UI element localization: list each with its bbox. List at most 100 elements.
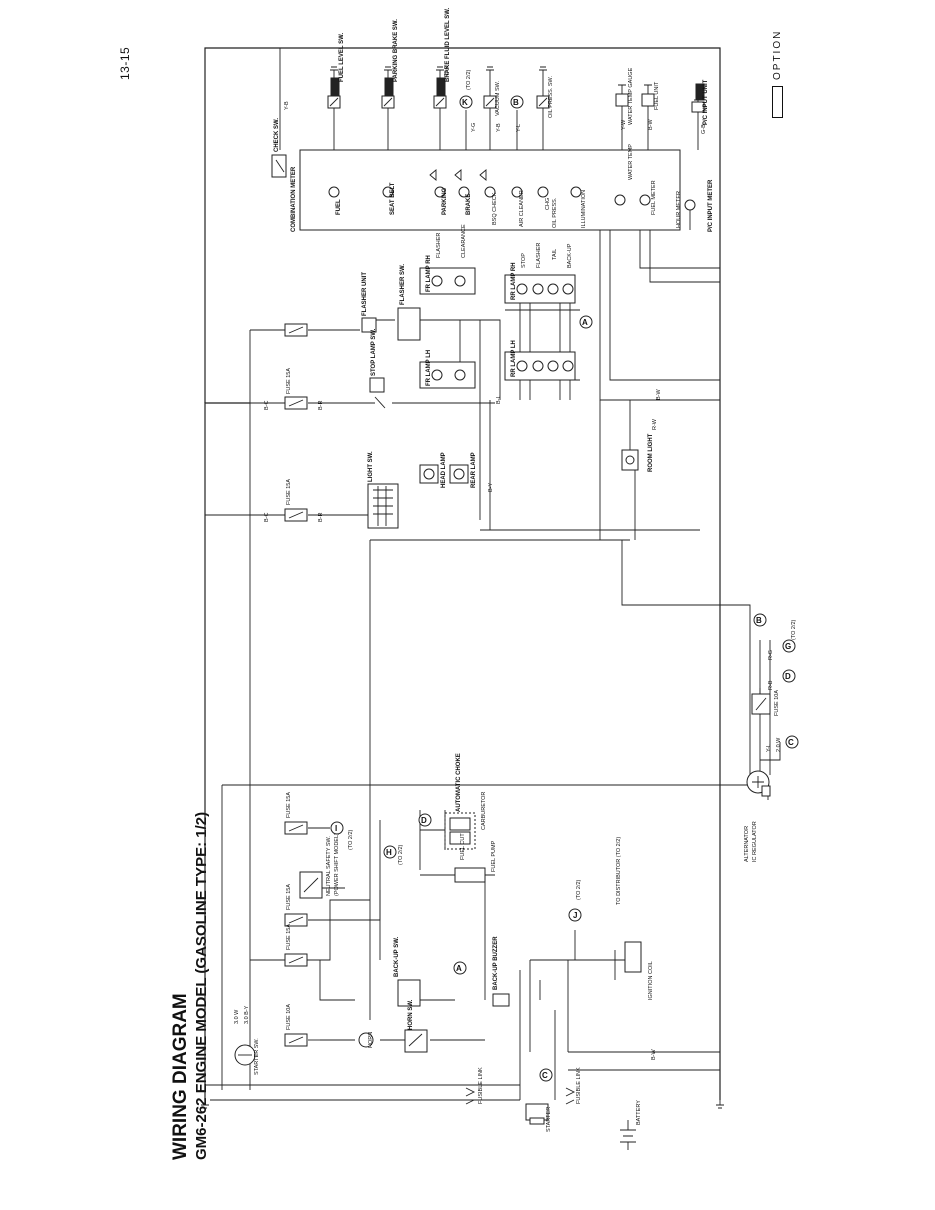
svg-text:A: A (456, 964, 462, 973)
water-temp-meter-label: WATER TEMP (628, 144, 634, 180)
rr-lamp-rh-label: RR LAMP RH (511, 262, 517, 300)
back-up-label: BACK-UP (567, 243, 573, 268)
svg-text:(TO 2/2): (TO 2/2) (466, 69, 472, 90)
svg-text:D: D (421, 816, 427, 825)
flasher-unit-label: FLASHER UNIT (362, 272, 368, 316)
stop-lamp-switch: STOP LAMP SW. (369, 328, 386, 409)
horn-sw-label: HORN SW. (408, 999, 414, 1030)
combination-meter: COMBINATION METER FUEL SEAT BELT PARKING… (291, 144, 696, 232)
illumination-label: ILLUMINATION (581, 190, 587, 228)
svg-text:C: C (788, 738, 794, 747)
wire-code-w17: B-W (651, 1049, 657, 1061)
stop-lamp-sw-label: STOP LAMP SW. (371, 328, 377, 376)
parking-brake-sw-label: PARKING BRAKE SW. (393, 19, 399, 82)
connector-i: I (TO 2/2) (330, 821, 354, 850)
wire-code-w12: B-L (496, 395, 502, 404)
parking-label: PARKING (442, 187, 448, 215)
starter: STARTER (525, 1103, 552, 1132)
light-switch: LIGHT SW. (367, 451, 399, 529)
alternator-label: ALTERNATOR (744, 826, 750, 862)
wire-code-w13: R-G (768, 650, 774, 660)
hour-meter-icon (684, 199, 696, 211)
wiring-lines (204, 47, 781, 1101)
powershift-model-label: (POWER SHIFT MODEL) (334, 833, 340, 896)
vacuum-sw-label: VACUUM SW. (495, 80, 501, 116)
fuel-indicator-icon (328, 186, 340, 198)
svg-text:I: I (335, 824, 337, 833)
fuel-unit-icon (641, 93, 655, 107)
left-fuses: FUSE 15A FUSE 15A FUSE 15A FUSE 10A (284, 792, 308, 1047)
room-light-label: ROOM LIGHT (648, 433, 654, 472)
connector-g: G (782, 639, 796, 653)
fuse-row-top: FUSE 15A FUSE 15A B-C B-C B-R B-R (264, 323, 324, 523)
back-up-sw-label: BACK-UP SW. (394, 936, 400, 977)
stop-label: STOP (521, 253, 527, 268)
rr-lamp-lh-label: RR LAMP LH (511, 340, 517, 377)
chg-indicator-icon (537, 186, 549, 198)
brake-label: BRAKE (466, 194, 472, 215)
oil-press-sw-label: OIL PRESS. SW. (548, 76, 554, 118)
horn-group: HORN HORN SW. (358, 999, 428, 1053)
svg-text:D: D (785, 672, 791, 681)
combination-meter-label: COMBINATION METER (291, 166, 297, 232)
rear-lamp-label: REAR LAMP (471, 452, 477, 488)
neutral-safety-switch: NEUTRAL SAFETY SW. (POWER SHIFT MODEL) (299, 833, 340, 899)
fuse-stop-label: FUSE 15A (286, 368, 292, 394)
rear-lamps (504, 274, 576, 381)
fuel-pump: FUEL PUMP (454, 840, 497, 883)
fuel-cut-label: FUEL CUT (460, 833, 466, 860)
wire-code-w6: B-R (318, 513, 324, 523)
flasher-sw-label: FLASHER SW. (400, 264, 406, 305)
brake-indicator-icon (458, 186, 470, 198)
wire-code-w14: R-B (768, 680, 774, 690)
neutral-safety-sw-label: NEUTRAL SAFETY SW. (326, 836, 332, 896)
air-cleaner-label: AIR CLEANER (519, 190, 525, 227)
wire-code-w19: 2.0 W (776, 737, 782, 752)
wire-code-w5: Y-B (496, 123, 502, 132)
flasher-label: FLASHER (436, 233, 442, 258)
wire-code-w20: 3.0 W (234, 1009, 240, 1024)
parking-indicator-icon (434, 186, 446, 198)
svg-text:(TO 2/2): (TO 2/2) (576, 879, 582, 900)
alternator: ALTERNATOR IC REGULATOR FUSE 10A (744, 690, 780, 862)
water-temp-meter-icon (614, 194, 626, 206)
oil-press-label: OIL PRESS. (552, 197, 558, 228)
brake-fluid-level-sw-label: BRAKE FLUID LEVEL SW. (445, 7, 451, 82)
pulse-input-unit-icon (691, 101, 705, 113)
fusible-links: FUSIBLE LINK FUSIBLE LINK (465, 1067, 582, 1105)
svg-text:B: B (513, 98, 519, 107)
wire-code-w21: 3.0 B-Y (244, 1005, 250, 1024)
connector-a-right: A (579, 315, 593, 329)
wire-code-w2: B-R (318, 401, 324, 411)
fuse-horn-label: FUSE 10A (286, 1004, 292, 1030)
seatbelt-indicator-icon (382, 186, 394, 198)
connector-c-alt: C (785, 735, 799, 749)
fr-lamp-rh-box (419, 267, 476, 295)
connector-k: K (TO 2/2) (459, 69, 473, 109)
wire-code-w11: B-Y (488, 483, 494, 493)
wire-code-w7: Y-L (516, 124, 522, 132)
svg-text:G: G (785, 642, 791, 651)
svg-text:H: H (386, 848, 392, 857)
wire-code-w1: Y-B (284, 101, 290, 110)
svg-text:K: K (462, 98, 468, 107)
check-sw-label: CHECK SW. (274, 118, 280, 152)
starter-switch: STARTER SW. 3.0 W 3.0 B-Y (234, 1005, 260, 1075)
svg-text:J: J (573, 911, 577, 920)
flasher-unit: FLASHER UNIT FLASHER SW. (361, 264, 421, 341)
svg-text:(TO 2/2): (TO 2/2) (348, 829, 354, 850)
room-light: ROOM LIGHT (621, 433, 654, 472)
horn-label: HORN (368, 1032, 374, 1048)
fr-lamp-rh-label: FR LAMP RH (426, 255, 432, 292)
connector-c-left: C (539, 1068, 553, 1082)
fusible-link-label-1: FUSIBLE LINK (478, 1067, 484, 1104)
head-rear-lamps: HEAD LAMP REAR LAMP (419, 452, 477, 488)
connector-j: J (TO 2/2) (568, 879, 582, 922)
fuse-10a-label: FUSE 10A (774, 690, 780, 716)
to-distributor-label: TO DISTRIBUTOR (TO 2/2) (616, 837, 622, 905)
connector-h: H (TO 2/2) (383, 844, 404, 865)
wire-code-w15: R-W (652, 418, 658, 430)
wire-code-w9: B-W (648, 119, 654, 131)
